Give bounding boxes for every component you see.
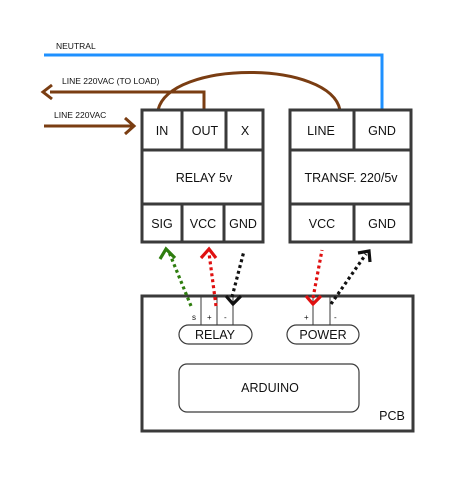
relay-pin-sig: SIG <box>151 217 173 231</box>
relay-pin-out: OUT <box>192 124 219 138</box>
relay-gnd-arrow-line <box>230 250 246 298</box>
relay-connector-pins <box>200 296 234 326</box>
line-in-label: LINE 220VAC <box>54 110 106 120</box>
transformer-pin-vcc: VCC <box>309 217 335 231</box>
relay-connector-label: RELAY <box>195 328 236 342</box>
relay-connector <box>178 324 253 345</box>
relay-pin-in: IN <box>156 124 169 138</box>
pcb-board: PCB s + - + - RELAY POWER ARDUINO <box>140 294 415 433</box>
line-to-load-wire <box>50 90 206 110</box>
power-connector-label: POWER <box>299 328 346 342</box>
pcb-label: PCB <box>379 409 405 423</box>
relay-pin-gnd: GND <box>229 217 257 231</box>
relay-gnd-arrowhead <box>224 294 243 307</box>
transformer-module: LINE GND TRANSF. 220/5v VCC GND <box>288 108 413 244</box>
relay-connector-pin-plus: + <box>207 313 212 322</box>
transformer-pin-line: LINE <box>307 124 335 138</box>
signal-arrow-line <box>167 251 193 307</box>
transformer-pin-gnd-top: GND <box>368 124 396 138</box>
power-gnd-arrowhead <box>357 249 372 263</box>
power-connector-pins <box>312 296 331 326</box>
arduino-label: ARDUINO <box>241 381 299 395</box>
relay-connector-pin-minus: - <box>224 313 227 322</box>
power-connector <box>286 324 360 345</box>
neutral-wire <box>44 53 384 110</box>
relay-vcc-arrowhead <box>199 246 218 260</box>
relay-pin-vcc: VCC <box>190 217 216 231</box>
power-connector-pin-minus: - <box>334 313 337 322</box>
power-vcc-arrowhead <box>304 294 323 307</box>
relay-pin-x: X <box>241 124 250 138</box>
power-vcc-arrow-line <box>311 249 324 299</box>
neutral-label: NEUTRAL <box>56 41 96 51</box>
signal-arrowhead <box>158 246 177 260</box>
transformer-title: TRANSF. 220/5v <box>304 171 398 185</box>
line-to-load-label: LINE 220VAC (TO LOAD) <box>62 76 160 86</box>
relay-vcc-arrow-line <box>207 252 218 307</box>
line-in-arrowhead <box>124 116 137 136</box>
relay-connector-pin-s: s <box>192 313 196 322</box>
relay-title: RELAY 5v <box>176 171 233 185</box>
power-gnd-arrow-line <box>329 253 368 305</box>
line-to-load-arrowhead <box>40 83 53 101</box>
relay-module: IN OUT X RELAY 5v SIG VCC GND <box>140 108 265 244</box>
line-jumper-wire <box>156 71 342 111</box>
transformer-pin-gnd-bottom: GND <box>368 217 396 231</box>
power-connector-pin-plus: + <box>304 313 309 322</box>
arduino-block <box>178 363 360 413</box>
